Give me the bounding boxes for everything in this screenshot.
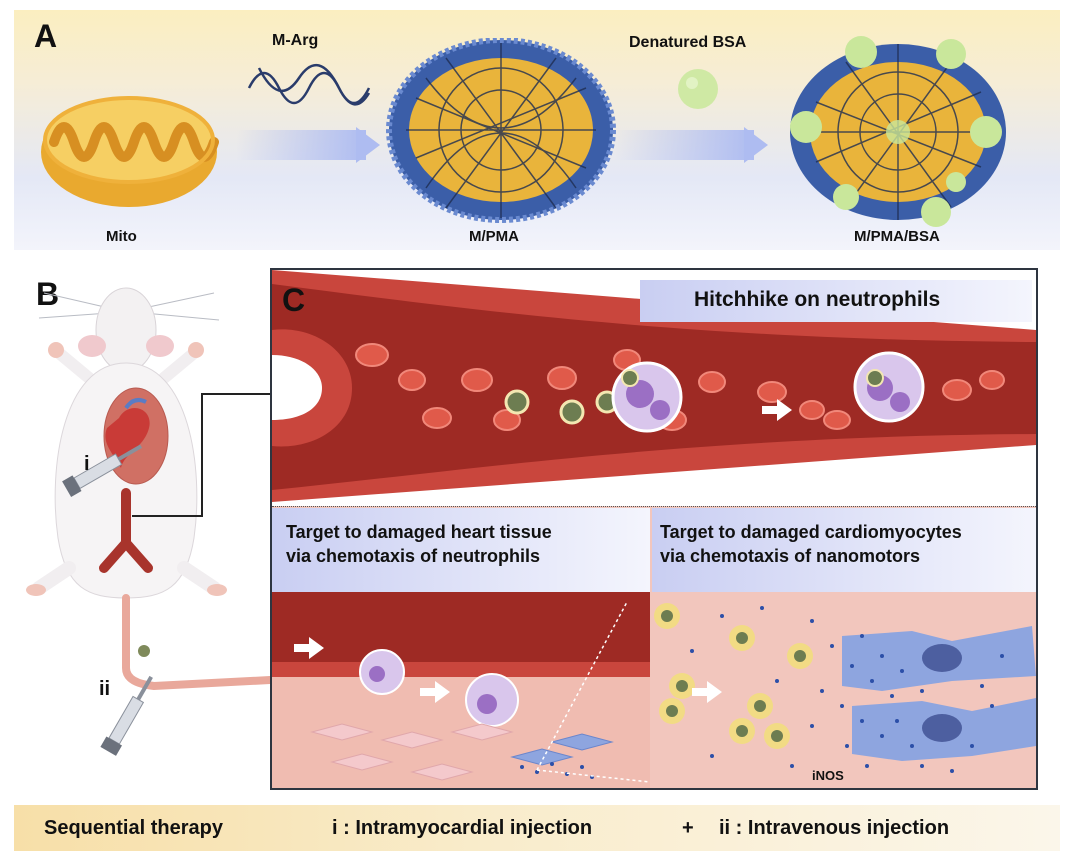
- panel-c: Hitchhike on neutrophils C Target to dam…: [270, 268, 1038, 790]
- m-pma-bsa-particle-illustration: [790, 36, 1006, 227]
- sequential-therapy-title: Sequential therapy: [44, 817, 223, 839]
- panel-a: A Mito M-Arg M/PMA Denatured BSA: [14, 10, 1060, 250]
- sequential-therapy-bar: Sequential therapy i : Intramyocardial i…: [14, 805, 1060, 851]
- arrowhead-icon: [744, 127, 768, 163]
- therapy-plus: +: [682, 817, 694, 839]
- target-heart-caption: Target to damaged heart tissue via chemo…: [286, 520, 552, 568]
- heart-tissue-caption-box: [272, 508, 650, 592]
- m-arg-label: M-Arg: [272, 32, 319, 49]
- target-cardio-line-1: Target to damaged cardiomyocytes: [660, 522, 962, 542]
- bsa-protein-icon: [678, 69, 718, 109]
- panel-c-letter: C: [282, 282, 306, 318]
- target-heart-line-2: via chemotaxis of neutrophils: [286, 546, 541, 566]
- panel-b: B: [14, 268, 270, 798]
- cardiomyocyte-illustration: [652, 596, 1036, 788]
- denatured-bsa-label: Denatured BSA: [629, 34, 747, 51]
- injection-marker-ii: ii: [99, 678, 111, 700]
- mito-label: Mito: [106, 228, 137, 245]
- blood-vessel-illustration: [272, 270, 1036, 506]
- m-pma-label: M/PMA: [469, 228, 519, 245]
- target-cardio-line-2: via chemotaxis of nanomotors: [660, 546, 921, 566]
- process-arrow-2: [614, 130, 754, 160]
- cardiomyocyte-caption-box: [652, 508, 1036, 592]
- target-heart-line-1: Target to damaged heart tissue: [286, 522, 552, 542]
- hitchhike-caption-box: [640, 280, 1032, 322]
- panel-a-letter: A: [34, 18, 58, 54]
- therapy-step-ii: ii : Intravenous injection: [719, 817, 950, 839]
- divider-line: [272, 506, 1036, 507]
- process-arrow-1: [236, 130, 366, 160]
- mouse-illustration: [26, 287, 270, 756]
- m-arg-strands-icon: [247, 63, 371, 106]
- mitochondrion-illustration: [41, 96, 219, 207]
- m-pma-bsa-label: M/PMA/BSA: [854, 228, 940, 245]
- m-pma-particle-illustration: [386, 38, 616, 223]
- hitchhike-label: Hitchhike on neutrophils: [694, 288, 941, 311]
- inos-label: iNOS: [812, 768, 844, 783]
- injection-marker-i: i: [84, 453, 90, 475]
- therapy-step-i: i : Intramyocardial injection: [332, 817, 593, 839]
- target-cardio-caption: Target to damaged cardiomyocytes via che…: [660, 520, 962, 568]
- arrowhead-icon: [356, 127, 380, 163]
- heart-tissue-illustration: [272, 592, 650, 788]
- neutrophil-cells: [611, 351, 925, 433]
